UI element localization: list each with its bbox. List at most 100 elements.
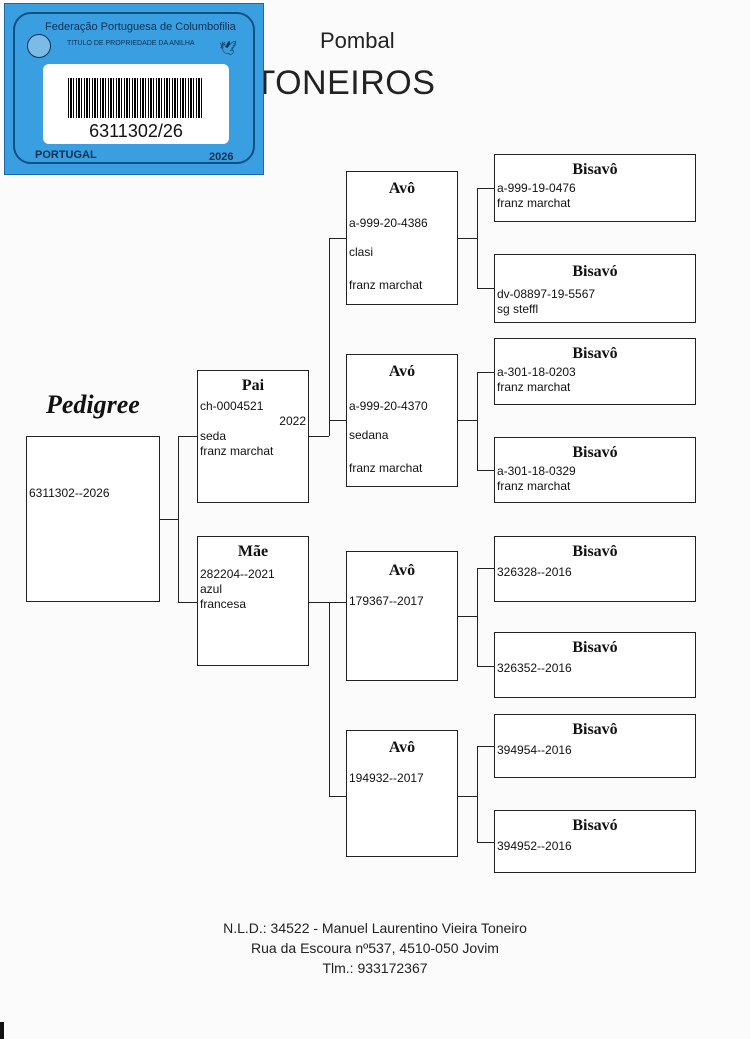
maternal-granddam-heading: Avô — [388, 739, 416, 756]
paternal-grandsire-breeder: franz marchat — [349, 278, 423, 292]
connector — [477, 746, 478, 842]
barcode-icon — [68, 78, 202, 118]
great-grandparent-5-box: Bisavô 326328--2016 — [494, 536, 696, 602]
connector — [477, 188, 494, 189]
connector — [477, 568, 494, 569]
paternal-grandsire-color: clasi — [349, 245, 374, 259]
connector — [477, 746, 494, 747]
footer-address: Rua da Escoura nº537, 4510-050 Jovim — [251, 940, 499, 956]
great-grandparent-ring: a-999-19-0476 — [497, 181, 576, 195]
great-grandparent-7-box: Bisavô 394954--2016 — [494, 714, 696, 778]
sire-year: 2022 — [279, 414, 306, 428]
connector — [458, 796, 477, 797]
paternal-grandsire-box: Avô a-999-20-4386 clasi franz marchat — [346, 171, 458, 305]
connector — [477, 842, 494, 843]
stamp-year: 2026 — [209, 151, 234, 163]
maternal-grandsire-ring: 179367--2017 — [349, 594, 424, 608]
maternal-grandsire-box: Avô 179367--2017 — [346, 551, 458, 681]
great-grandparent-1-box: Bisavô a-999-19-0476 franz marchat — [494, 154, 696, 222]
great-grandparent-heading: Bisavô — [572, 161, 618, 178]
connector — [309, 602, 329, 603]
great-grandparent-ring: a-301-18-0203 — [497, 365, 576, 379]
great-grandparent-heading: Bisavô — [572, 345, 618, 362]
sire-ring: ch-0004521 — [200, 399, 264, 413]
subject-box: 6311302--2026 — [26, 436, 160, 602]
great-grandparent-ring: a-301-18-0329 — [497, 464, 576, 478]
subject-ring: 6311302--2026 — [29, 486, 110, 500]
pedigree-label: Pedigree — [46, 390, 140, 419]
great-grandparent-heading: Bisavó — [572, 444, 618, 461]
connector — [458, 616, 477, 617]
connector — [309, 436, 329, 437]
stamp-country: PORTUGAL — [35, 149, 97, 161]
paternal-granddam-box: Avó a-999-20-4370 sedana franz marchat — [346, 354, 458, 487]
footer-license: N.L.D.: 34522 - Manuel Laurentino Vieira… — [223, 920, 527, 936]
connector — [329, 796, 346, 797]
sire-heading: Pai — [241, 377, 265, 394]
paternal-grandsire-ring: a-999-20-4386 — [349, 216, 428, 230]
great-grandparent-breeder: franz marchat — [497, 196, 571, 210]
connector — [329, 602, 330, 796]
great-grandparent-ring: 326352--2016 — [497, 661, 572, 675]
connector — [329, 420, 346, 421]
maternal-granddam-ring: 194932--2017 — [349, 771, 424, 785]
connector — [477, 568, 478, 666]
great-grandparent-heading: Bisavó — [572, 639, 618, 656]
great-grandparent-3-box: Bisavô a-301-18-0203 franz marchat — [494, 338, 696, 405]
great-grandparent-heading: Bisavô — [572, 721, 618, 738]
stamp-ring-number: 6311302/26 — [89, 121, 183, 141]
footer-phone: Tlm.: 933172367 — [322, 960, 428, 976]
great-grandparent-ring: dv-08897-19-5567 — [497, 287, 596, 301]
great-grandparent-4-box: Bisavó a-301-18-0329 franz marchat — [494, 437, 696, 503]
great-grandparent-breeder: sg steffl — [497, 302, 539, 316]
great-grandparent-ring: 394952--2016 — [497, 839, 572, 853]
paternal-granddam-color: sedana — [349, 428, 389, 442]
great-grandparent-ring: 326328--2016 — [497, 565, 572, 579]
page-subtitle: Pombal — [320, 28, 395, 53]
great-grandparent-heading: Bisavô — [572, 543, 618, 560]
connector — [329, 238, 330, 436]
stamp-certificate: TITULO DE PROPRIEDADE DA ANILHA — [67, 40, 195, 47]
paternal-granddam-heading: Avó — [388, 363, 416, 380]
connector — [458, 238, 477, 239]
great-grandparent-2-box: Bisavó dv-08897-19-5567 sg steffl — [494, 254, 696, 323]
paternal-grandsire-heading: Avô — [388, 180, 416, 197]
connector — [458, 420, 477, 421]
connector — [477, 666, 494, 667]
connector — [329, 602, 346, 603]
dam-ring: 282204--2021 — [200, 567, 275, 581]
great-grandparent-heading: Bisavó — [572, 817, 618, 834]
sire-color: seda — [200, 429, 227, 443]
paternal-granddam-ring: a-999-20-4370 — [349, 399, 428, 413]
connector — [477, 188, 478, 288]
stamp-label: 6311302/26 — [43, 64, 229, 144]
great-grandparent-6-box: Bisavó 326352--2016 — [494, 632, 696, 698]
connector — [477, 372, 494, 373]
connector — [160, 519, 178, 520]
pigeon-icon: 🕊 — [219, 40, 237, 56]
dam-color: azul — [200, 582, 223, 596]
maternal-granddam-box: Avô 194932--2017 — [346, 730, 458, 857]
scan-edge-mark — [0, 1022, 4, 1039]
great-grandparent-breeder: franz marchat — [497, 380, 571, 394]
dam-box: Mãe 282204--2021 azul francesa — [197, 536, 309, 666]
great-grandparent-breeder: franz marchat — [497, 479, 571, 493]
great-grandparent-heading: Bisavó — [572, 263, 618, 280]
paternal-granddam-breeder: franz marchat — [349, 461, 423, 475]
dam-heading: Mãe — [237, 543, 269, 560]
stamp-federation: Federação Portuguesa de Columbofilia — [45, 21, 236, 33]
connector — [477, 470, 494, 471]
maternal-grandsire-heading: Avô — [388, 562, 416, 579]
federation-emblem-icon — [27, 34, 51, 58]
connector — [329, 238, 346, 239]
connector — [477, 288, 494, 289]
sire-breeder: franz marchat — [200, 444, 274, 458]
connector — [178, 436, 179, 602]
stamp-border — [13, 12, 255, 164]
great-grandparent-ring: 394954--2016 — [497, 743, 572, 757]
dam-breed: francesa — [200, 597, 247, 611]
sire-box: Pai ch-0004521 2022 seda franz marchat — [197, 370, 309, 503]
connector — [178, 602, 198, 603]
footer: N.L.D.: 34522 - Manuel Laurentino Vieira… — [0, 918, 750, 978]
great-grandparent-8-box: Bisavó 394952--2016 — [494, 810, 696, 873]
